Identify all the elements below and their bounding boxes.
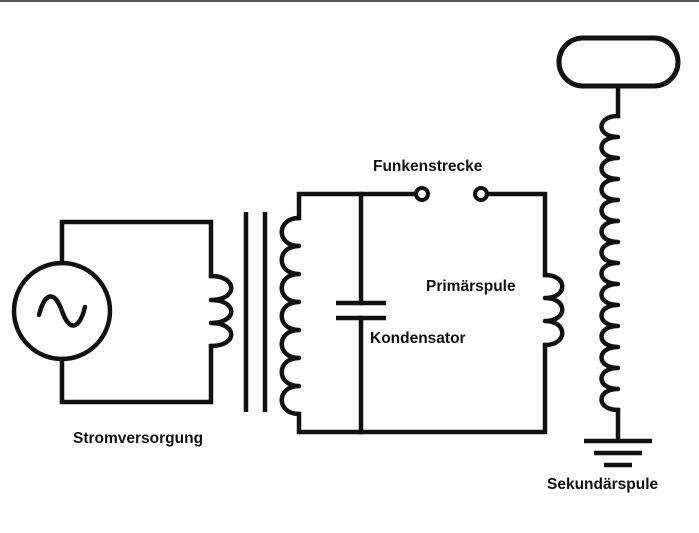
supply-wire-top (59, 219, 214, 279)
transformer-secondary-wire-top (296, 191, 419, 221)
supply-wire-bottom (59, 343, 214, 405)
capacitor-label: Kondensator (370, 330, 466, 347)
secondary-coil (599, 113, 621, 413)
secondary-coil-label: Sekundärspule (547, 476, 658, 493)
spark-gap-wire-right (484, 191, 548, 278)
transformer-core (243, 212, 268, 412)
primary-coil (542, 272, 565, 348)
spark-gap-electrode-left (414, 186, 430, 202)
power-supply-circuit (11, 219, 234, 405)
primary-coil-label: Primärspule (426, 278, 516, 295)
primary-tank-circuit (279, 186, 565, 435)
power-supply-label: Stromversorgung (73, 430, 203, 447)
toroid-icon (556, 35, 681, 89)
transformer-secondary-coil (279, 215, 302, 417)
ground-icon (584, 438, 652, 468)
transformer-primary-coil (208, 273, 234, 349)
sine-wave-icon (36, 294, 88, 328)
spark-gap-label: Funkenstrecke (373, 158, 483, 175)
tank-wire-bottom (296, 342, 548, 435)
secondary-coil-assembly (556, 35, 681, 468)
